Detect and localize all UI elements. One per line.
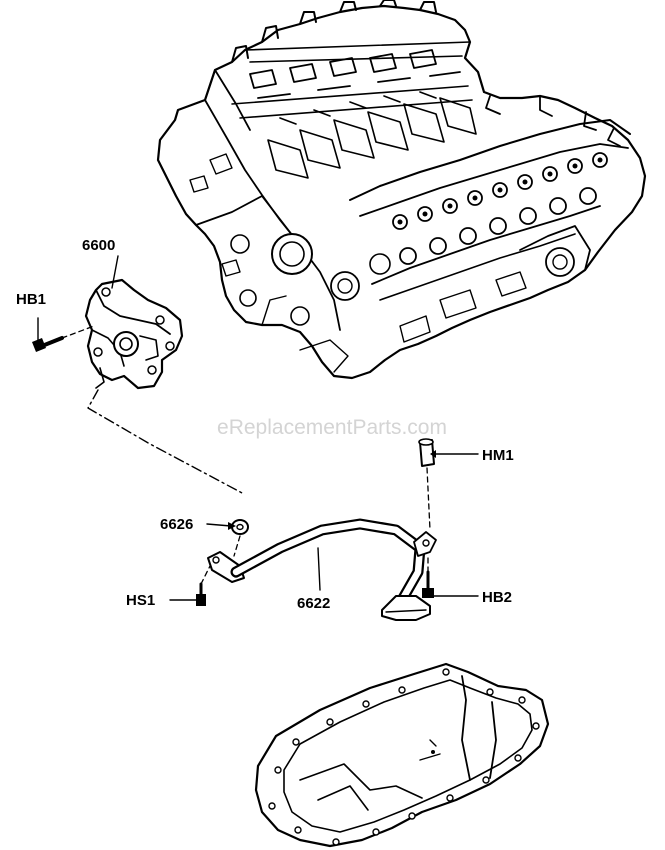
- oil-pump: [84, 278, 184, 390]
- pickup-tube: [207, 518, 437, 621]
- label-6626: 6626: [160, 516, 193, 533]
- bolt-hb1: [32, 317, 95, 352]
- label-hm1: HM1: [482, 447, 514, 464]
- gasket: [206, 519, 249, 535]
- nut-hm1: [418, 438, 479, 531]
- label-6622: 6622: [297, 595, 330, 612]
- oil-pan: [254, 662, 550, 848]
- watermark: eReplacementParts.com: [217, 416, 447, 439]
- label-hb2: HB2: [482, 589, 512, 606]
- engine-block: [156, 0, 647, 380]
- bolt-hb2: [422, 555, 479, 598]
- label-6600: 6600: [82, 237, 115, 254]
- stud-hs1: [169, 565, 211, 606]
- label-hb1: HB1: [16, 291, 46, 308]
- label-hs1: HS1: [126, 592, 155, 609]
